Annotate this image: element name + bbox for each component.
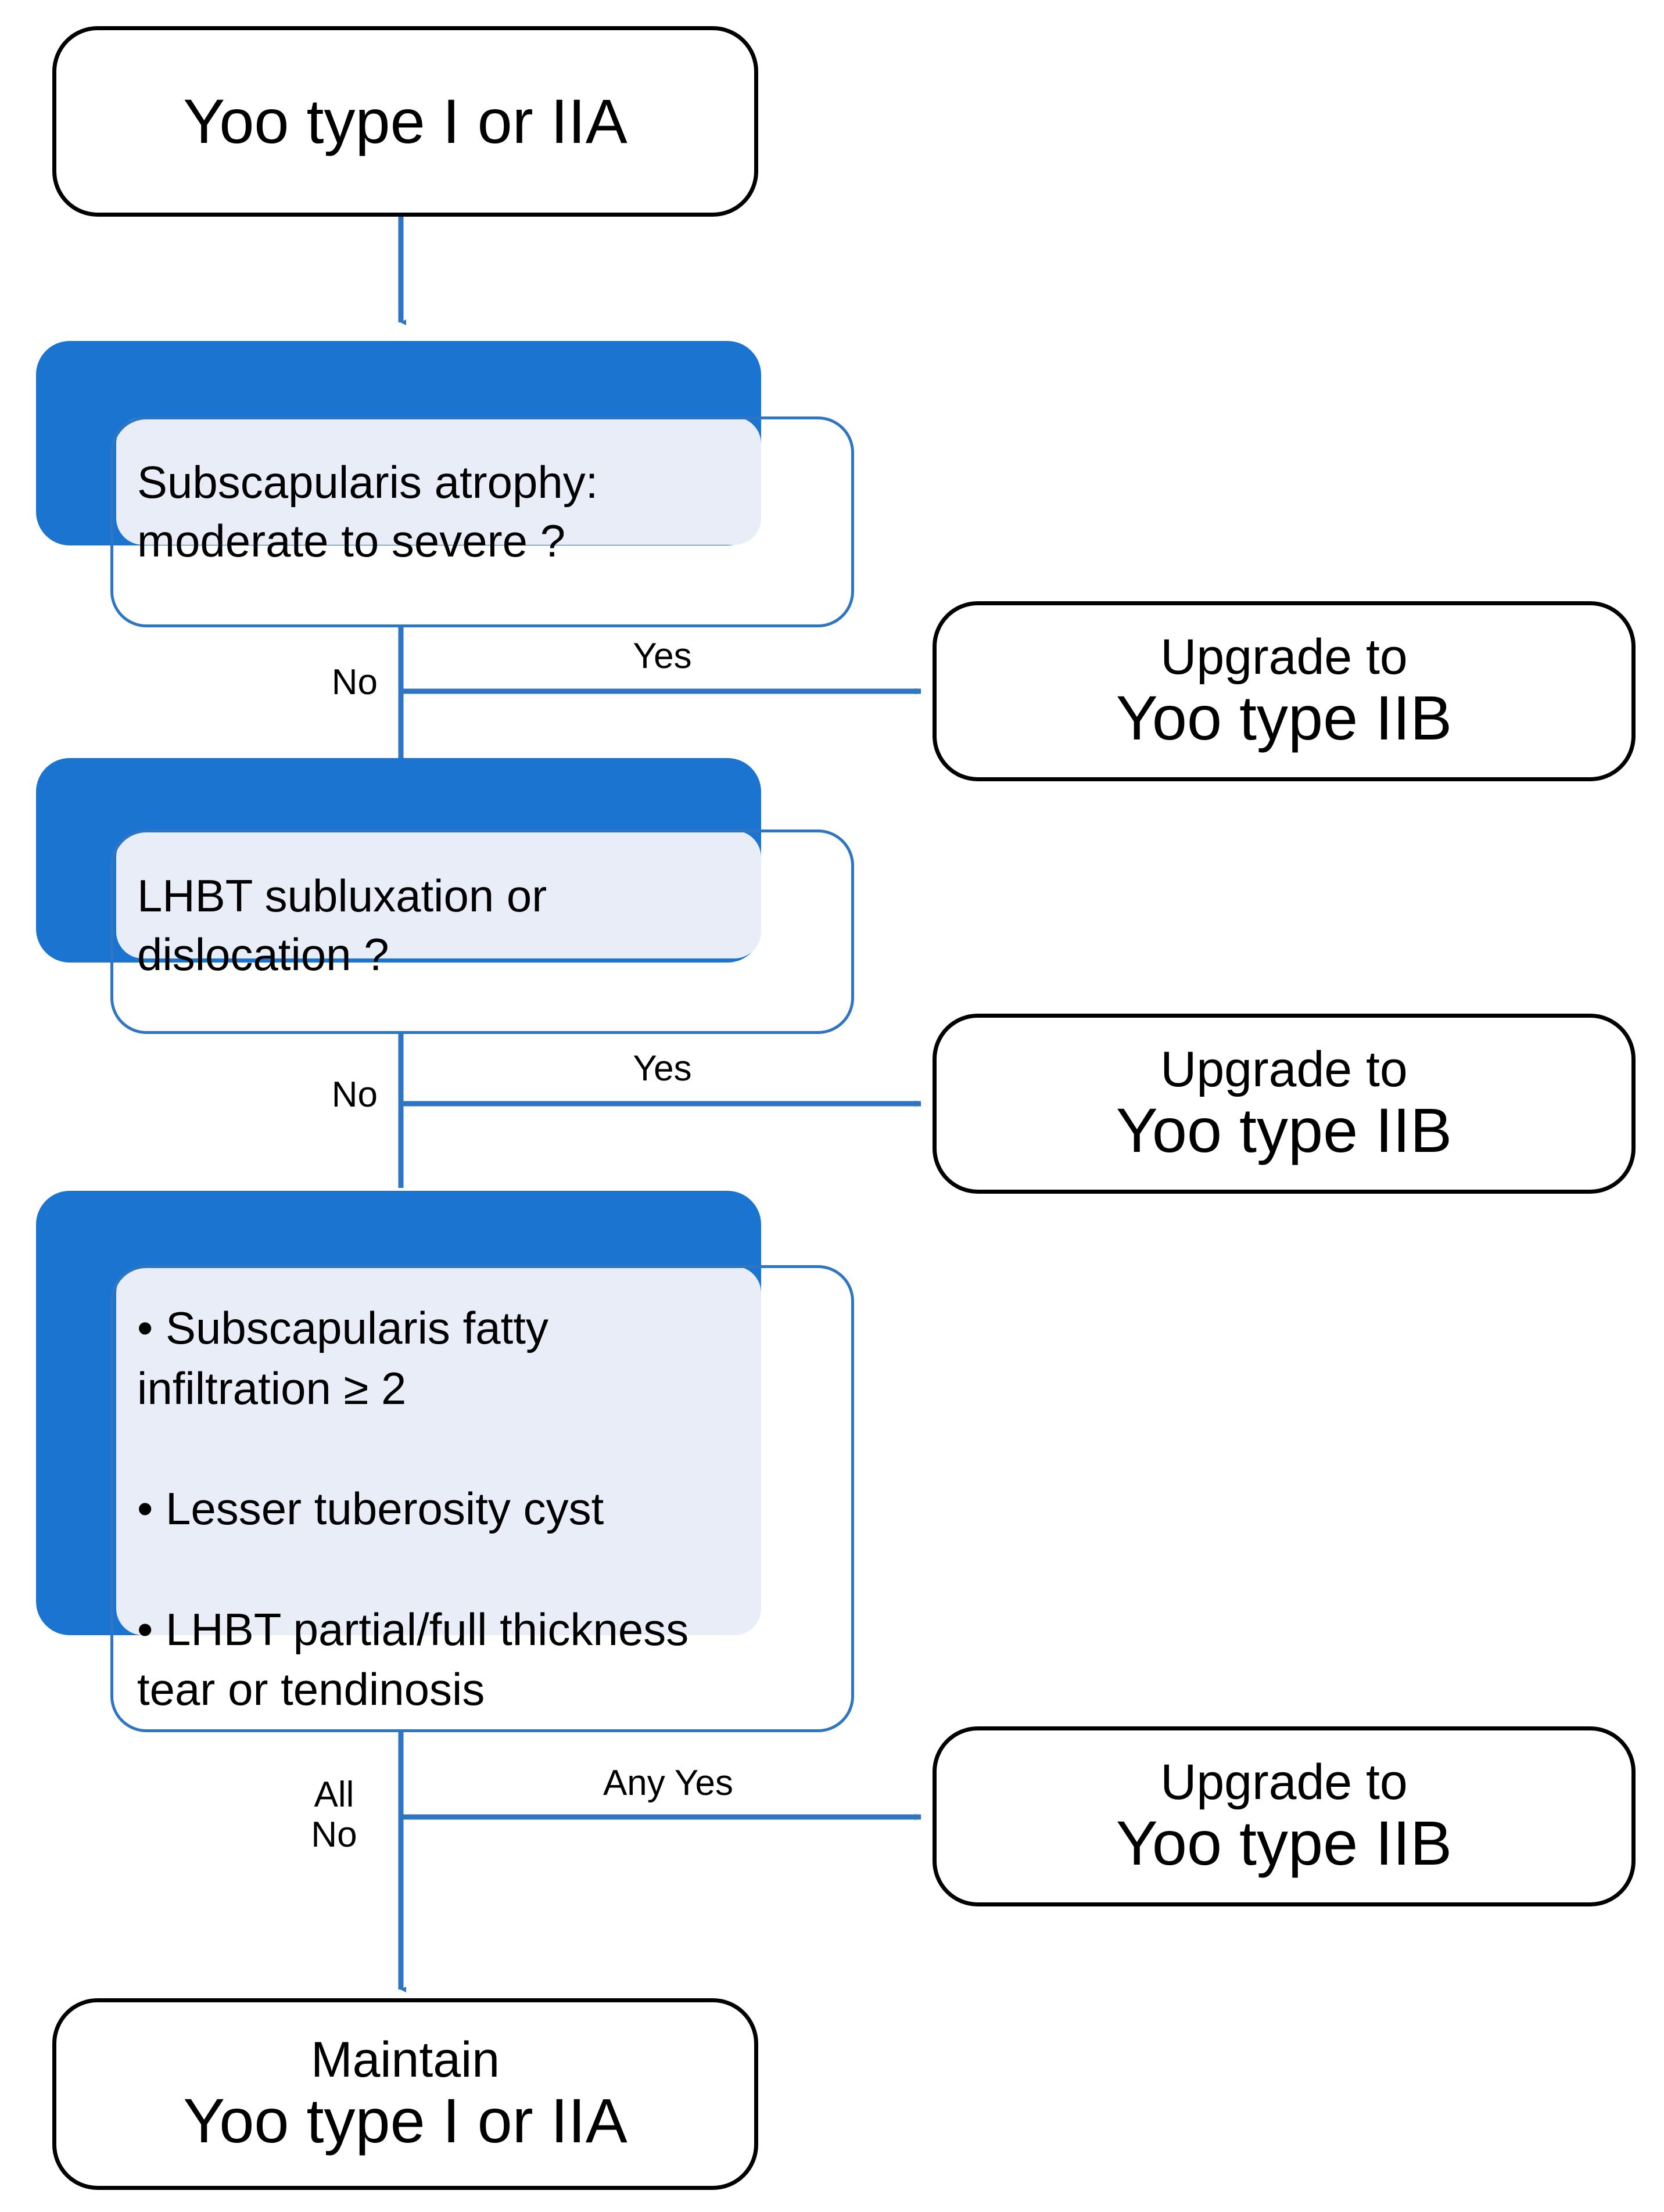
- decision-3-no-label: All No: [311, 1775, 357, 1855]
- outcome-1-line-1: Upgrade to: [1160, 629, 1408, 685]
- decision-1-box[interactable]: [110, 416, 854, 627]
- outcome-2-box[interactable]: Upgrade to Yoo type IIB: [933, 1014, 1636, 1194]
- end-node-line-1: Maintain: [310, 2032, 500, 2088]
- outcome-1-line-2: Yoo type IIB: [1116, 683, 1453, 753]
- decision-1-yes-label: Yes: [633, 636, 692, 676]
- start-node[interactable]: Yoo type I or IIA: [52, 26, 758, 217]
- outcome-2-line-1: Upgrade to: [1160, 1042, 1408, 1098]
- decision-1-highlight-band: [116, 417, 761, 545]
- decision-1-text: Subscapularis atrophy: moderate to sever…: [137, 457, 598, 567]
- decision-2-yes-label: Yes: [633, 1048, 692, 1089]
- decision-2-box[interactable]: [110, 830, 854, 1034]
- outcome-3-line-2: Yoo type IIB: [1116, 1808, 1453, 1879]
- end-node[interactable]: Maintain Yoo type I or IIA: [52, 1998, 758, 2190]
- end-node-line-2: Yoo type I or IIA: [183, 2085, 627, 2156]
- decision-3-highlight-band: [116, 1266, 761, 1635]
- outcome-3-box[interactable]: Upgrade to Yoo type IIB: [933, 1726, 1636, 1906]
- decision-2-no-label: No: [331, 1075, 378, 1115]
- decision-2-highlight-band: [116, 831, 761, 958]
- decision-3-yes-label: Any Yes: [603, 1763, 734, 1803]
- decision-3-text: • Subscapularis fatty infiltration ≥ 2 •…: [137, 1302, 689, 1715]
- start-node-label: Yoo type I or IIA: [183, 85, 627, 156]
- decision-3-box[interactable]: [110, 1265, 854, 1732]
- outcome-1-box[interactable]: Upgrade to Yoo type IIB: [933, 601, 1636, 781]
- outcome-3-line-1: Upgrade to: [1160, 1754, 1408, 1811]
- outcome-2-line-2: Yoo type IIB: [1116, 1095, 1453, 1166]
- decision-2-text: LHBT subluxation or dislocation ?: [137, 870, 547, 981]
- decision-1-no-label: No: [331, 662, 378, 702]
